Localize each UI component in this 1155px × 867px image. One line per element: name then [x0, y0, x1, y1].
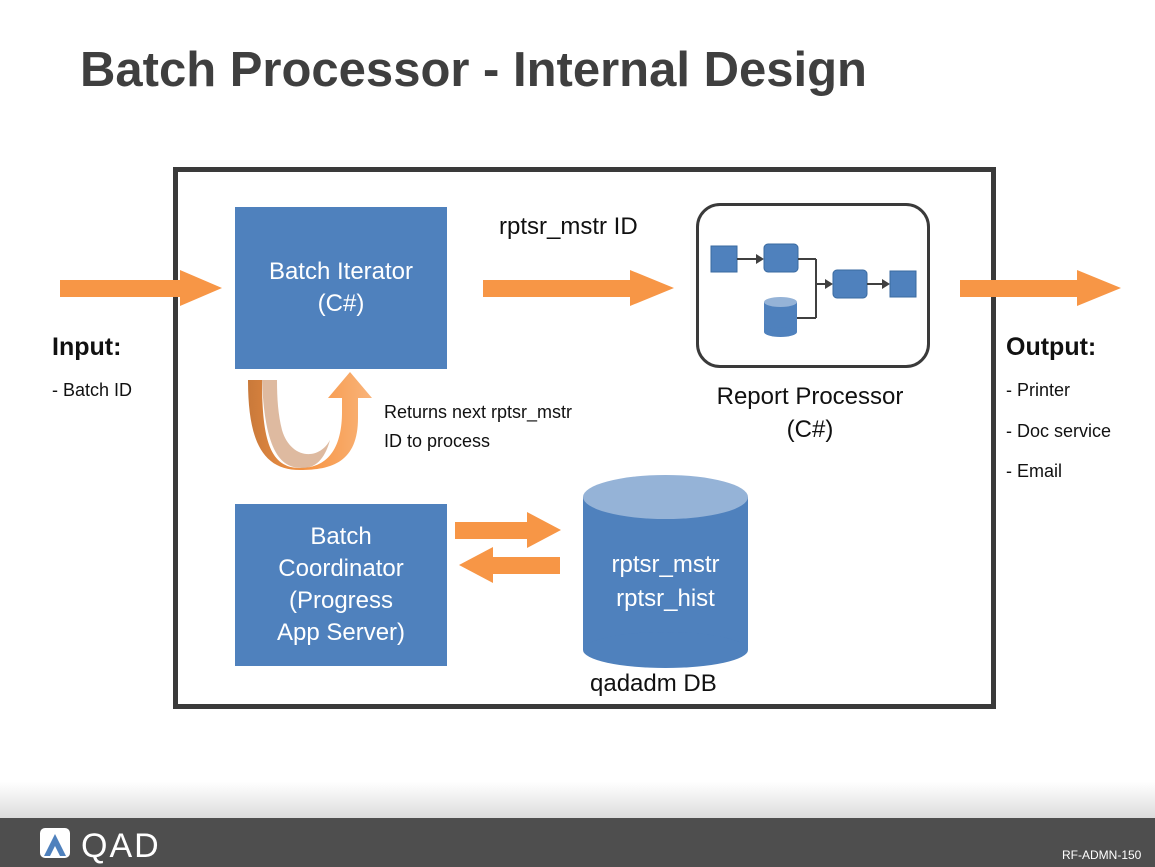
- coordinator-to-db-arrow: [455, 512, 561, 548]
- batch-iterator-box: Batch Iterator (C#): [235, 207, 447, 369]
- input-heading: Input:: [52, 333, 122, 361]
- batch-coordinator-line2: Coordinator: [278, 555, 404, 582]
- database-label: qadadm DB: [590, 670, 717, 697]
- report-processor-name: Report Processor: [716, 383, 904, 410]
- output-item-doc-service: - Doc service: [1006, 421, 1112, 441]
- loop-label-line1: Returns next rptsr_mstr: [384, 402, 573, 422]
- loop-label: Returns next rptsr_mstr ID to process: [384, 398, 572, 456]
- input-item: - Batch ID: [52, 380, 133, 400]
- report-processor-lang: (C#): [786, 416, 834, 443]
- slide-title: Batch Processor - Internal Design: [80, 43, 867, 97]
- batch-coordinator-line1: Batch: [310, 523, 372, 550]
- report-processor-label: Report Processor (C#): [705, 380, 915, 446]
- output-item-email: - Email: [1006, 461, 1063, 481]
- input-arrow: [60, 270, 222, 306]
- output-item-printer: - Printer: [1006, 380, 1071, 400]
- batch-iterator-lang: (C#): [317, 290, 365, 317]
- output-arrow: [960, 270, 1121, 306]
- output-heading: Output:: [1006, 333, 1097, 361]
- batch-coordinator-box: Batch Coordinator (Progress App Server): [235, 504, 447, 666]
- database-cylinder: [583, 475, 748, 668]
- batch-coordinator-line4: App Server): [276, 619, 406, 646]
- db-table-hist: rptsr_hist: [616, 585, 715, 612]
- batch-coordinator-line3: (Progress: [288, 587, 394, 614]
- report-processor-mini-diagram: [710, 243, 917, 337]
- batch-iterator-label: Batch Iterator: [268, 258, 414, 285]
- slide-reference-code: RF-ADMN-150: [1062, 848, 1142, 862]
- loop-label-line2: ID to process: [384, 431, 491, 451]
- footer-gradient: [0, 782, 1155, 818]
- db-table-mstr: rptsr_mstr: [611, 551, 720, 578]
- loop-arrow: [248, 372, 372, 470]
- qad-logo-text: QAD: [81, 827, 161, 865]
- database-tables: rptsr_mstr rptsr_hist: [583, 548, 748, 616]
- footer-bar: [0, 818, 1155, 867]
- qad-logo-mark: [40, 828, 70, 858]
- iterator-to-processor-arrow: [483, 270, 674, 306]
- db-to-coordinator-arrow: [459, 547, 560, 583]
- rptsr-id-label: rptsr_mstr ID: [499, 213, 638, 240]
